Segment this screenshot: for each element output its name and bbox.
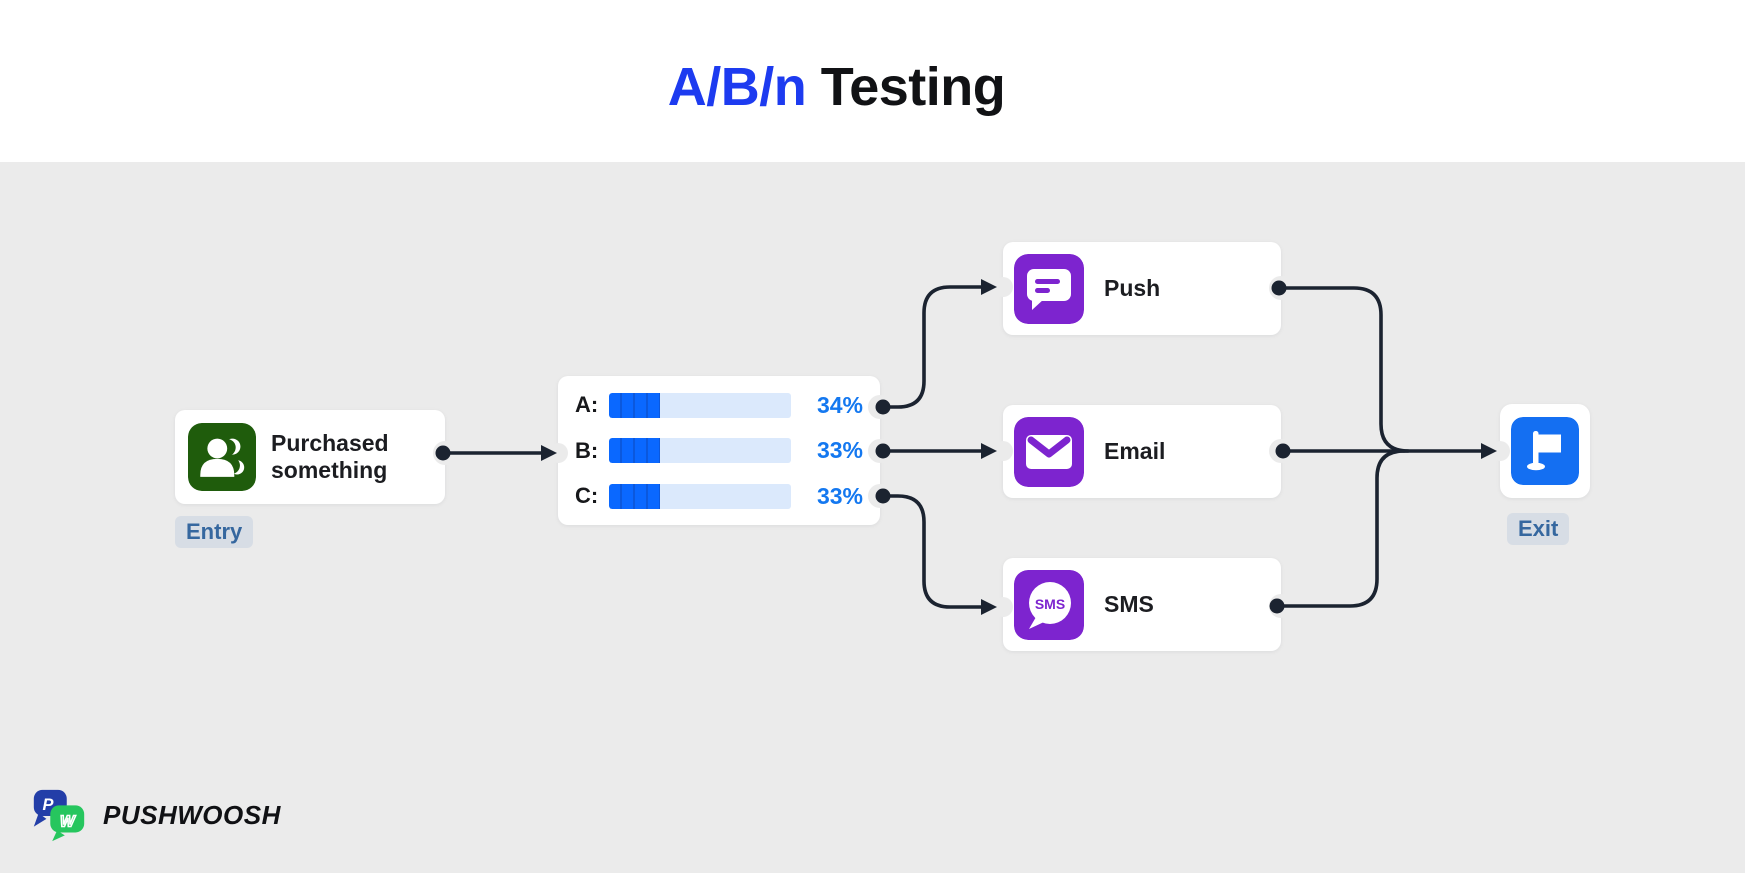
push-message-icon (1014, 253, 1084, 324)
variant-b-label: B: (575, 437, 599, 463)
brand-name: PUSHWOOSH (103, 799, 281, 830)
flag-icon (1511, 417, 1579, 485)
variant-a-bar (609, 392, 791, 418)
exit-node[interactable] (1500, 404, 1590, 498)
page-title-highlight: A/B/n (667, 57, 807, 117)
pushwoosh-logo-icon: P W (33, 789, 85, 842)
push-channel-node[interactable]: Push (1003, 242, 1281, 335)
variant-c-percent: 33% (816, 482, 863, 509)
push-node-label: Push (1104, 275, 1161, 301)
abn-split-node[interactable]: A: 34% B: 33% C: 33% (558, 376, 880, 525)
title-band: A/B/n Testing (0, 0, 1745, 162)
exit-badge: Exit (1507, 513, 1570, 545)
page-title: A/B/n Testing (668, 56, 1006, 118)
variant-c-label: C: (575, 483, 599, 508)
variant-c-bar-fill (609, 483, 660, 509)
entry-badge: Entry (175, 516, 254, 548)
variant-a-label: A: (575, 392, 599, 417)
entry-node-label: Purchased something (271, 430, 389, 483)
variant-b-bar-fill (609, 438, 660, 463)
email-node-label: Email (1104, 438, 1166, 464)
page-title-rest: Testing (806, 57, 1006, 117)
sms-channel-node[interactable]: SMS SMS (1003, 558, 1281, 651)
email-icon (1014, 416, 1084, 487)
logo-monogram-p: P (43, 796, 54, 814)
variant-row-a: A: 34% (575, 392, 863, 418)
sms-node-label: SMS (1104, 591, 1154, 617)
brand-logo: P W PUSHWOOSH (28, 786, 281, 844)
entry-node-purchased-something[interactable]: Purchased something (175, 410, 445, 504)
variant-c-bar (609, 483, 791, 509)
audience-icon (188, 423, 256, 491)
variant-row-b: B: 33% (575, 437, 863, 464)
variant-b-percent: 33% (816, 437, 863, 463)
variant-row-c: C: 33% (575, 483, 863, 509)
email-channel-node[interactable]: Email (1003, 405, 1281, 498)
logo-monogram-w: W (60, 814, 76, 831)
variant-b-bar (609, 438, 791, 463)
sms-icon: SMS (1014, 569, 1084, 640)
variant-a-percent: 34% (816, 391, 863, 418)
variant-a-bar-fill (609, 392, 660, 418)
sms-icon-text: SMS (1035, 596, 1065, 612)
